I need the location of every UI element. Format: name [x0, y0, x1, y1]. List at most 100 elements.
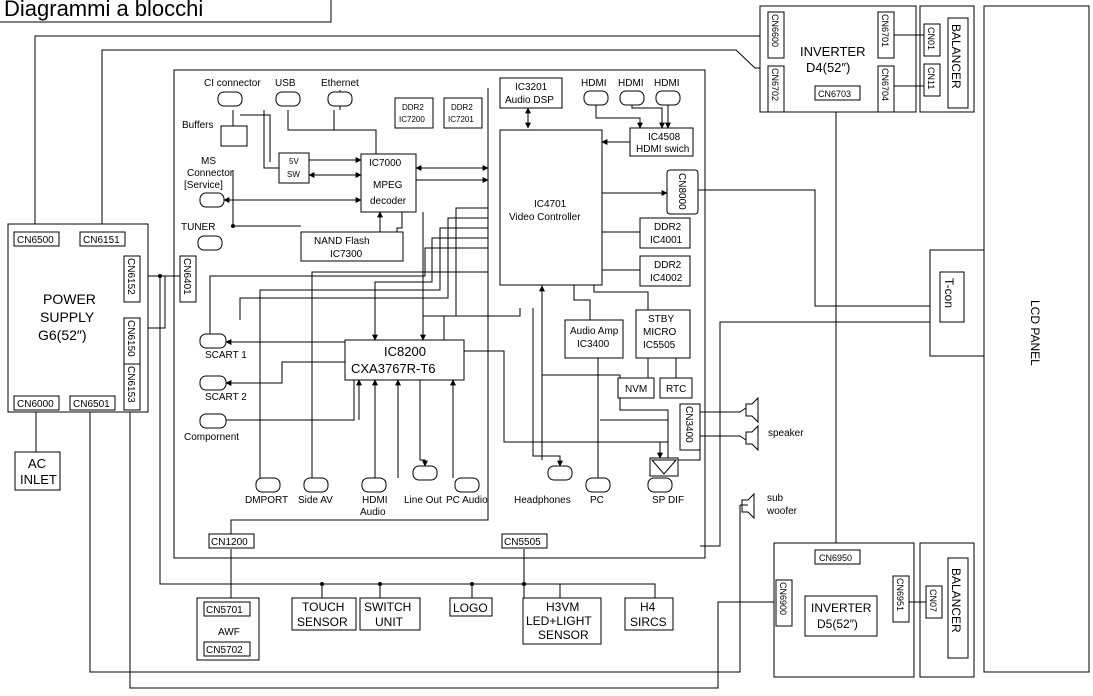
switch-unit-label-1: SWITCH: [364, 600, 411, 614]
ddr2-ic4002-label-1: DDR2: [654, 260, 682, 271]
5v-switch-box: [278, 152, 310, 184]
speaker-icon-top: [745, 396, 759, 424]
ms-label-3: [Service]: [184, 180, 223, 191]
scart2-connector: [199, 375, 227, 391]
logo-box: [449, 597, 493, 617]
inverter-d4-label-2: D4(52″): [806, 60, 850, 75]
cn07-label: CN07: [928, 589, 938, 612]
scart1-connector: [199, 333, 227, 349]
cn6151-connector: [79, 231, 126, 247]
power-supply-label-1: POWER: [43, 291, 96, 307]
cn5702-connector: [203, 641, 251, 657]
subwoofer-label-1: sub: [767, 493, 784, 504]
sp-dif-label: SP DIF: [652, 495, 684, 506]
cn6600-label: CN6600: [770, 14, 780, 47]
h4-label-2: SIRCS: [630, 615, 667, 629]
component-label: Compornent: [184, 432, 239, 443]
ddr2-ic4002-box: [639, 255, 691, 287]
bottom-modules: CN5701 AWF CN5702 TOUCH SENSOR SWITCH UN…: [196, 224, 674, 661]
pc-connector: [585, 477, 611, 493]
cn8000-label: CN8000: [676, 173, 687, 210]
hdmi2-label: HDMI: [618, 78, 644, 89]
ethernet-label: Ethernet: [321, 78, 359, 89]
sp-dif-connector: [647, 477, 673, 493]
cn6950-label: CN6950: [819, 553, 852, 563]
touch-sensor-box: [291, 597, 357, 631]
touch-sensor-label-2: SENSOR: [297, 615, 348, 629]
speaker-icon-bottom: [745, 424, 759, 452]
ddr2-ic4001-label-2: IC4001: [650, 235, 683, 246]
cn5505-label: CN5505: [504, 537, 541, 548]
hdmi-audio-label-2: Audio: [360, 507, 386, 518]
buffers-label: Buffers: [182, 120, 214, 131]
nvm-box: [617, 377, 655, 399]
cn6153-connector: [123, 363, 141, 411]
ddr2-ic4001-label-1: DDR2: [654, 222, 682, 233]
ms-connector: [199, 192, 225, 208]
inverter-d4-label-1: INVERTER: [800, 44, 866, 59]
stby-micro-label-2: MICRO: [643, 327, 677, 338]
pc-label: PC: [590, 495, 604, 506]
cn6950-connector: [814, 549, 861, 565]
buffers-box: [220, 125, 248, 147]
cn5701-connector: [203, 601, 251, 617]
video-controller-label-1: IC4701: [534, 199, 567, 210]
inverter-d5-group: CN6950 CN6900 INVERTER D5(52″) CN6951 CN…: [773, 542, 975, 678]
audio-dsp-label-2: Audio DSP: [505, 95, 554, 106]
audio-amp-label-2: IC3400: [577, 339, 610, 350]
ic8200-cxa3767r: [344, 339, 465, 381]
ddr2-ic7201-label-1: DDR2: [451, 103, 473, 112]
cn6500-label: CN6500: [17, 235, 54, 246]
cn8000-connector: [666, 169, 699, 215]
junction-dot: [470, 582, 474, 586]
h3vm-label-1: H3VM: [546, 600, 579, 614]
nand-flash-box: [300, 231, 404, 262]
junction-dot: [522, 582, 526, 586]
balancer-top-label-frame: [947, 17, 969, 109]
sp-dif-diode-icon: [650, 459, 678, 475]
cn6401-label: CN6401: [181, 258, 192, 295]
component-connector: [199, 413, 227, 429]
nand-flash-label-1: NAND Flash: [314, 236, 370, 247]
hdmi1-label: HDMI: [581, 78, 607, 89]
balancer-bottom-label: BALANCER: [949, 568, 963, 633]
inverter-d5-label-2: D5(52″): [817, 617, 858, 631]
stby-micro-label-1: STBY: [648, 314, 674, 325]
main-board-content: CI connector USB Ethernet Buffers MS Con…: [181, 77, 701, 549]
awf-label: AWF: [218, 627, 240, 638]
tuner-connector: [197, 235, 223, 251]
cn6600-connector: [767, 11, 785, 59]
ac-inlet-label-1: AC: [28, 456, 46, 471]
ddr2-ic7200-label-2: IC7200: [399, 115, 425, 124]
nand-flash-label-2: IC7300: [330, 249, 363, 260]
junction-dot: [231, 224, 235, 228]
nvm-label: NVM: [625, 384, 647, 395]
hdmi3-label: HDMI: [654, 78, 680, 89]
tcon-label: T-con: [942, 278, 956, 308]
power-supply-group: CN6500 CN6151 CN6152 CN6401 POWER SUPPLY…: [7, 223, 197, 491]
speaker-group: speaker sub woofer: [741, 396, 804, 520]
cn6951-label: CN6951: [895, 578, 905, 611]
ci-connector-label: CI connector: [204, 78, 261, 89]
cn6150-label: CN6150: [125, 320, 136, 357]
cn3400-label: CN3400: [683, 406, 694, 443]
hdmi2-connector: [619, 90, 645, 106]
hdmi-audio-connector: [361, 477, 387, 493]
h3vm-label-2: LED+LIGHT: [526, 614, 592, 628]
inverter-d5-label-1: INVERTER: [811, 601, 872, 615]
ac-inlet-label-2: INLET: [20, 472, 57, 487]
ic7000-label-3: decoder: [370, 196, 407, 207]
side-av-label: Side AV: [298, 495, 333, 506]
scart2-label: SCART 2: [205, 392, 247, 403]
cn1200-connector: [208, 533, 255, 549]
balancer-top-label: BALANCER: [949, 24, 963, 89]
cn1200-label: CN1200: [211, 537, 248, 548]
subwoofer-label-2: woofer: [766, 506, 798, 517]
cn6000-connector: [13, 395, 60, 411]
cn01-connector: [923, 23, 941, 57]
balancer-bottom-label-frame: [947, 557, 969, 659]
audio-amp-label-1: Audio Amp: [570, 326, 619, 337]
cn6000-label: CN6000: [17, 399, 54, 410]
lcd-panel-label: LCD PANEL: [1028, 300, 1042, 366]
